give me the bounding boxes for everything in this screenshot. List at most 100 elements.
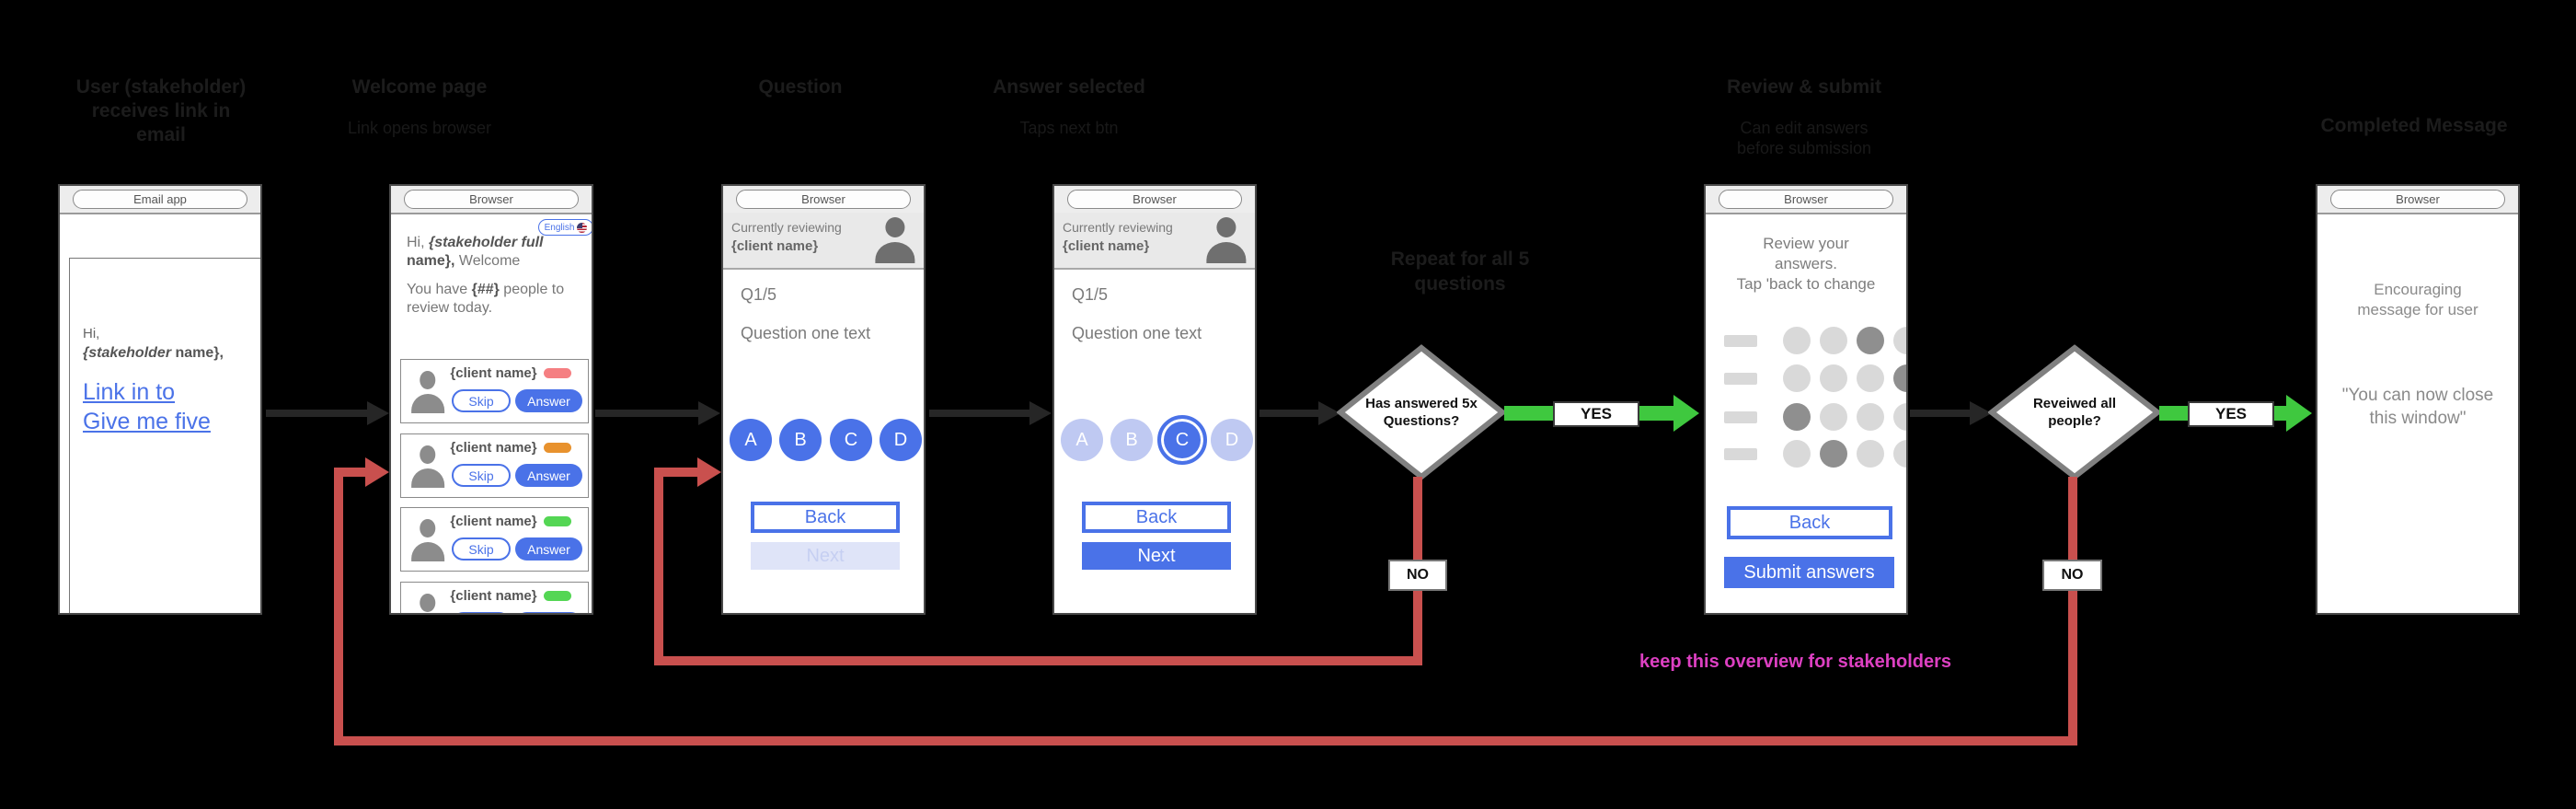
answer-dot — [1857, 364, 1884, 392]
answer-dot — [1857, 403, 1884, 431]
answer-dot — [1893, 440, 1906, 468]
yes-label: YES — [1553, 401, 1639, 427]
column-title-question: Question — [758, 76, 843, 98]
answer-button[interactable]: Answer — [515, 612, 582, 613]
phone-header: Browser — [2317, 186, 2518, 214]
decision-diamond-questions-label: Has answered 5x Questions? — [1365, 396, 1478, 429]
person-avatar-icon — [410, 519, 445, 561]
next-button-disabled[interactable]: Next — [751, 542, 900, 570]
welcome-text: Hi, {stakeholder full name}, Welcome You… — [407, 235, 565, 316]
person-avatar-icon — [410, 594, 445, 613]
phone-header: Browser — [1706, 186, 1906, 214]
answer-dot — [1820, 327, 1847, 354]
flow-arrowhead — [1318, 401, 1340, 425]
person-avatar-icon — [410, 371, 445, 413]
flow-arrow-line — [929, 410, 1031, 417]
reviewing-banner: Currently reviewing {client name} — [1054, 213, 1255, 270]
no-connector-segment — [661, 468, 699, 477]
answer-dots — [1783, 403, 1906, 431]
reviewing-client-name: {client name} — [1063, 238, 1150, 254]
repeat-note: Repeat for all 5 questions — [1390, 248, 1530, 295]
submit-answers-button[interactable]: Submit answers — [1724, 557, 1894, 588]
yes-label: YES — [2188, 401, 2274, 427]
person-avatar-icon — [874, 217, 916, 263]
back-button[interactable]: Back — [1727, 506, 1892, 539]
no-connector-segment — [341, 468, 367, 477]
option-b-button[interactable]: B — [779, 419, 822, 461]
client-name: {client name} — [450, 365, 537, 381]
flow-arrow-line — [266, 410, 369, 417]
option-a-button[interactable]: A — [1061, 419, 1103, 461]
client-card: {client name} Skip Answer — [400, 507, 589, 572]
email-stakeholder-name: {stakeholder name}, — [83, 345, 224, 361]
review-instruction: Review your answers. Tap 'back to change — [1736, 235, 1876, 293]
language-selector[interactable]: English — [538, 219, 592, 236]
flow-arrow-line — [595, 410, 700, 417]
reviewing-label: Currently reviewing — [731, 220, 842, 235]
client-card: {client name} Skip Answer — [400, 582, 589, 613]
answer-dot — [1820, 364, 1847, 392]
column-title-email: User (stakeholder) receives link in emai… — [75, 76, 247, 145]
option-d-button[interactable]: D — [1211, 419, 1253, 461]
no-connector-segment — [334, 468, 343, 745]
question-placeholder-bar — [1724, 448, 1757, 460]
answer-dot — [1783, 440, 1811, 468]
us-flag-icon — [577, 222, 588, 233]
flow-arrowhead — [1029, 401, 1052, 425]
answer-button[interactable]: Answer — [515, 537, 582, 561]
answer-dot — [1893, 327, 1906, 354]
email-greeting: Hi, — [83, 326, 100, 341]
back-button[interactable]: Back — [1082, 502, 1231, 533]
question-placeholder-bar — [1724, 373, 1757, 385]
skip-button[interactable]: Skip — [452, 389, 511, 412]
phone-header: Browser — [1054, 186, 1255, 214]
client-name: {client name} — [450, 588, 537, 604]
yes-arrowhead — [2286, 395, 2312, 432]
phone-welcome: Browser English Hi, {stakeholder full na… — [389, 184, 593, 615]
skip-button[interactable]: Skip — [452, 464, 511, 487]
selected-answer-dot — [1893, 364, 1906, 392]
language-label: English — [544, 222, 575, 233]
no-connector-arrowhead — [697, 457, 721, 487]
question-progress: Q1/5 — [741, 285, 777, 304]
no-label: NO — [1388, 560, 1447, 591]
device-label-pill: Browser — [2330, 190, 2505, 209]
option-c-button-selected[interactable]: C — [1157, 415, 1207, 465]
reviewing-client-name: {client name} — [731, 238, 819, 254]
answer-dot — [1783, 364, 1811, 392]
answer-dots — [1783, 440, 1906, 468]
skip-button[interactable]: Skip — [452, 612, 511, 613]
answer-dots — [1783, 364, 1906, 392]
answer-button[interactable]: Answer — [515, 389, 582, 412]
question-text: Question one text — [1072, 324, 1202, 342]
phone-review: Browser Review your answers. Tap 'back t… — [1704, 184, 1908, 615]
status-badge — [544, 516, 571, 526]
status-badge — [544, 368, 571, 378]
decision-diamond-people-label: Reveiwed all people? — [2032, 396, 2117, 429]
option-b-button[interactable]: B — [1110, 419, 1153, 461]
no-connector-arrowhead — [365, 457, 389, 487]
phone-header: Email app — [60, 186, 260, 214]
answer-button[interactable]: Answer — [515, 464, 582, 487]
no-connector-segment — [654, 468, 663, 665]
option-d-button[interactable]: D — [880, 419, 922, 461]
option-c-button[interactable]: C — [830, 419, 872, 461]
column-title-completed: Completed Message — [2320, 115, 2508, 136]
selected-answer-dot — [1857, 327, 1884, 354]
reviewing-label: Currently reviewing — [1063, 220, 1173, 235]
column-title-welcome: Welcome page — [351, 76, 488, 98]
flow-arrow-line — [1910, 410, 1972, 417]
person-avatar-icon — [410, 445, 445, 488]
client-card: {client name} Skip Answer — [400, 433, 589, 498]
answer-dots — [1783, 327, 1906, 354]
column-subtitle-answer-selected: Taps next btn — [1019, 119, 1119, 137]
option-a-button[interactable]: A — [730, 419, 772, 461]
phone-header: Browser — [391, 186, 592, 214]
next-button[interactable]: Next — [1082, 542, 1231, 570]
client-name: {client name} — [450, 514, 537, 529]
back-button[interactable]: Back — [751, 502, 900, 533]
skip-button[interactable]: Skip — [452, 537, 511, 561]
answer-dot — [1820, 403, 1847, 431]
